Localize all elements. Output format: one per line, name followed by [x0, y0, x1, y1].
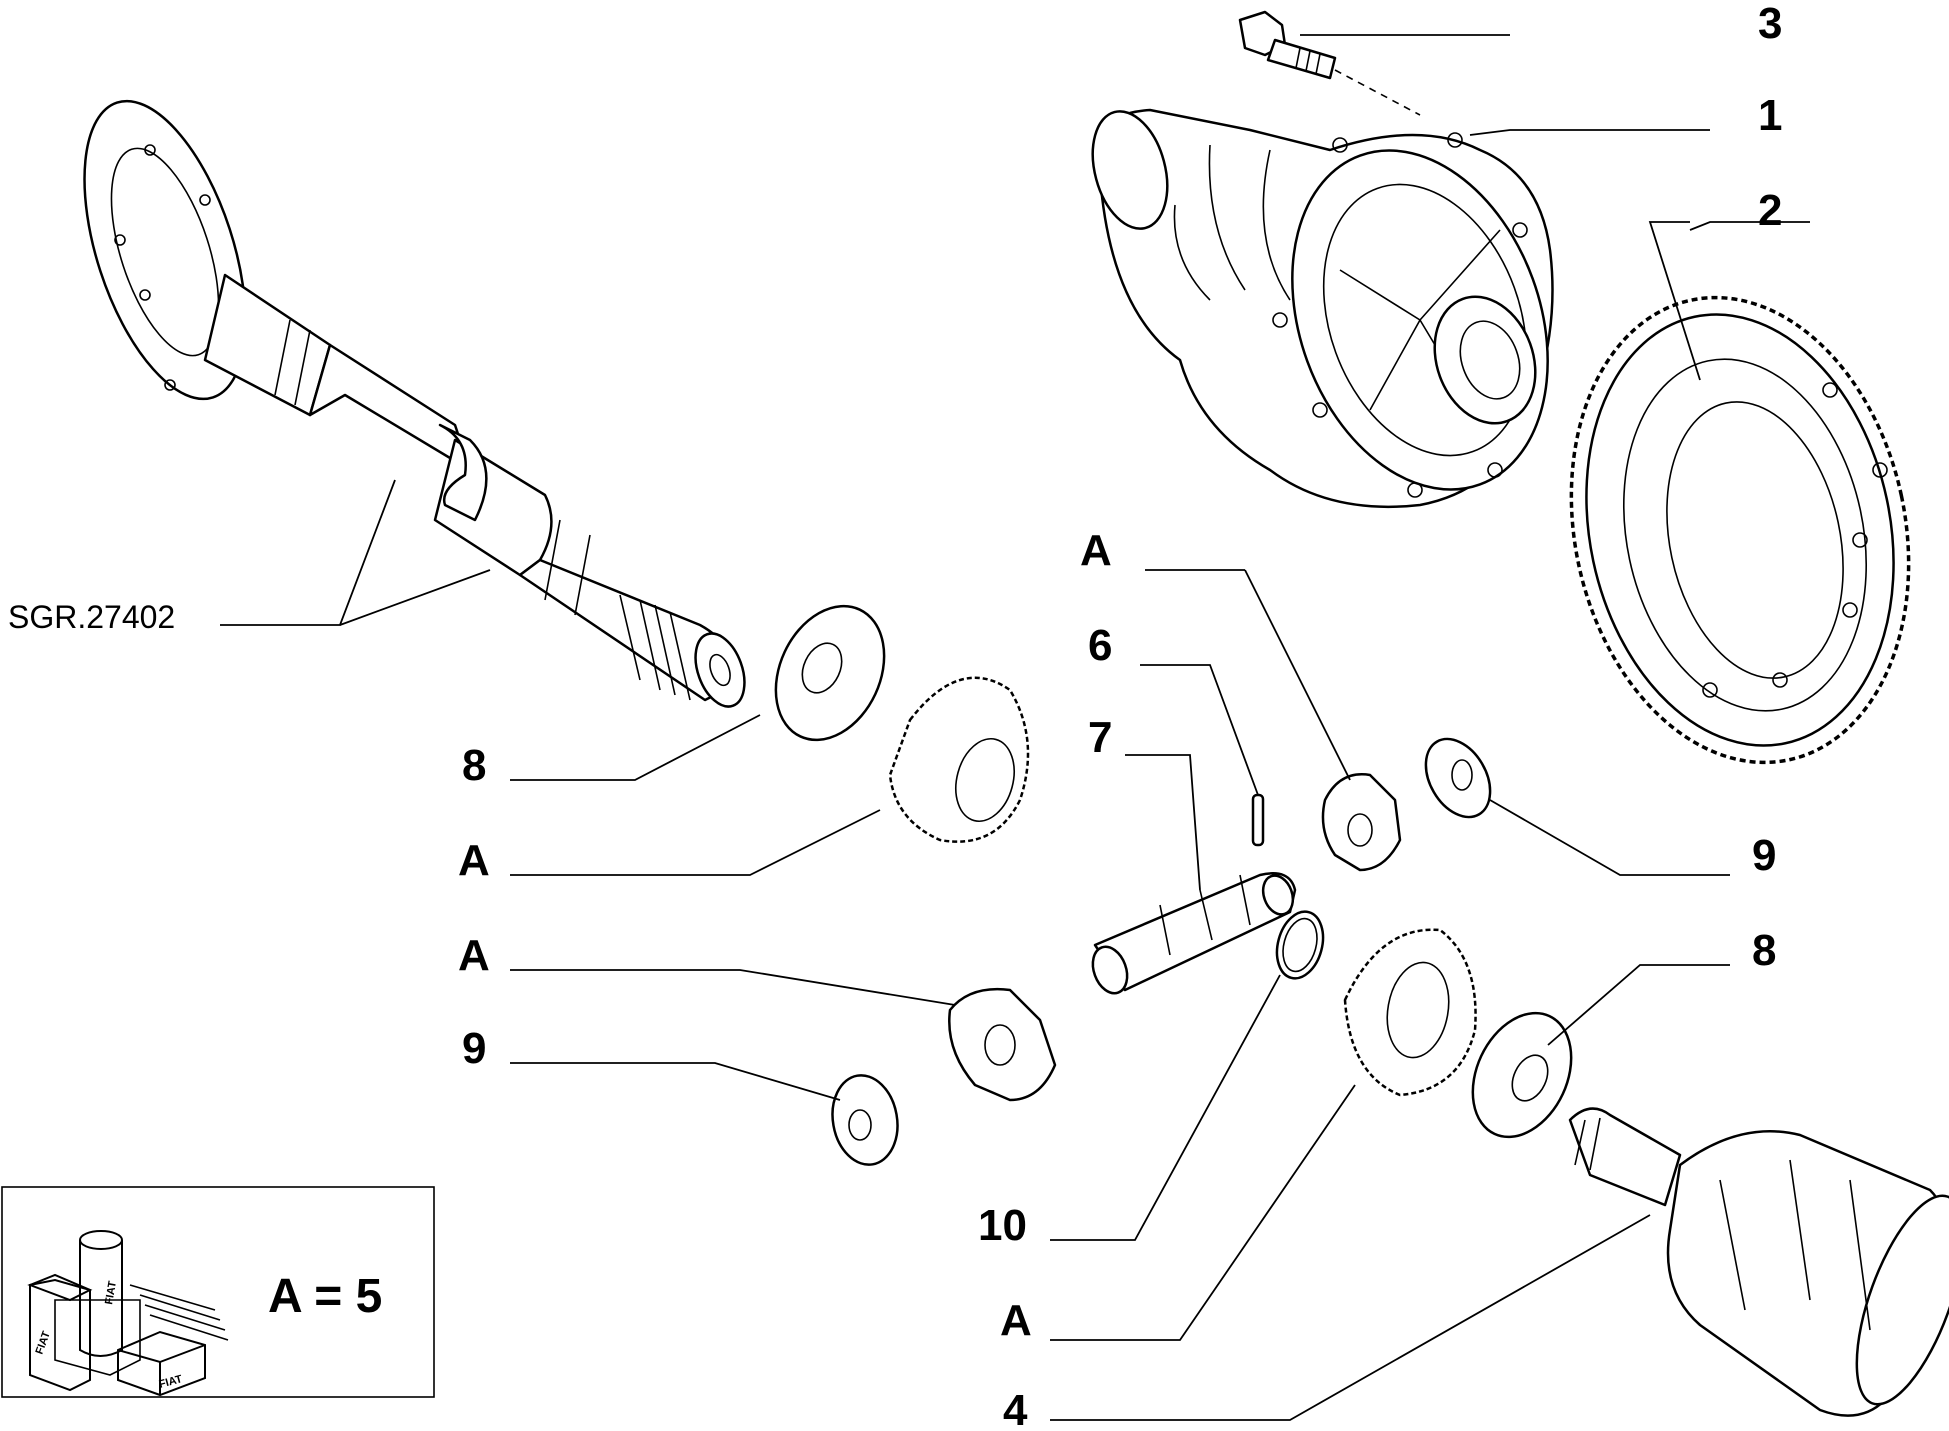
differential-case: [1091, 108, 1554, 509]
case-bolt: [1238, 10, 1337, 80]
snap-ring: [1275, 910, 1325, 980]
callout-6: 6: [1088, 621, 1112, 670]
side-gear-lower: [1343, 928, 1477, 1097]
callout-3: 3: [1758, 0, 1782, 48]
package-brand-mark-2: FIAT: [103, 1280, 119, 1306]
output-shaft-left: [83, 99, 746, 708]
pinion-shaft: [1091, 872, 1297, 995]
pinion-washer-left: [831, 1074, 899, 1166]
pinion-washer-right: [1424, 737, 1492, 819]
callout-8-right: 8: [1752, 926, 1776, 975]
callout-9-right: 9: [1752, 831, 1776, 880]
quantity-legend-box: FIAT FIAT FIAT A = 5: [1, 1186, 435, 1398]
thrust-washer-left: [774, 604, 886, 742]
leader-lines: [220, 34, 1810, 1421]
pinion-gear-right: [1321, 773, 1402, 872]
lock-pin: [1251, 793, 1265, 847]
callout-a-left-upper: A: [458, 836, 490, 885]
package-brand-mark-3: FIAT: [158, 1373, 184, 1391]
pinion-gear-left: [948, 988, 1057, 1102]
callout-9-left: 9: [462, 1024, 486, 1073]
callout-a-left-lower: A: [458, 931, 490, 980]
callout-10: 10: [978, 1201, 1027, 1250]
bolt-axis-dashline: [1334, 69, 1421, 116]
callout-1: 1: [1758, 91, 1782, 140]
ring-gear: [1569, 295, 1911, 765]
callout-a-bottom: A: [1000, 1296, 1032, 1345]
callout-8-left: 8: [462, 741, 486, 790]
callout-2: 2: [1758, 186, 1782, 235]
legend-quantity-text: A = 5: [268, 1270, 382, 1323]
side-gear-upper: [888, 676, 1030, 843]
package-icon: FIAT FIAT FIAT: [27, 1230, 229, 1397]
thrust-washer-right: [1471, 1011, 1573, 1139]
callout-7: 7: [1088, 713, 1112, 762]
reference-code-label: SGR.27402: [8, 599, 175, 635]
callout-4: 4: [1003, 1386, 1028, 1431]
callout-a-top: A: [1080, 526, 1112, 575]
cv-joint-housing: [1568, 1107, 1949, 1417]
